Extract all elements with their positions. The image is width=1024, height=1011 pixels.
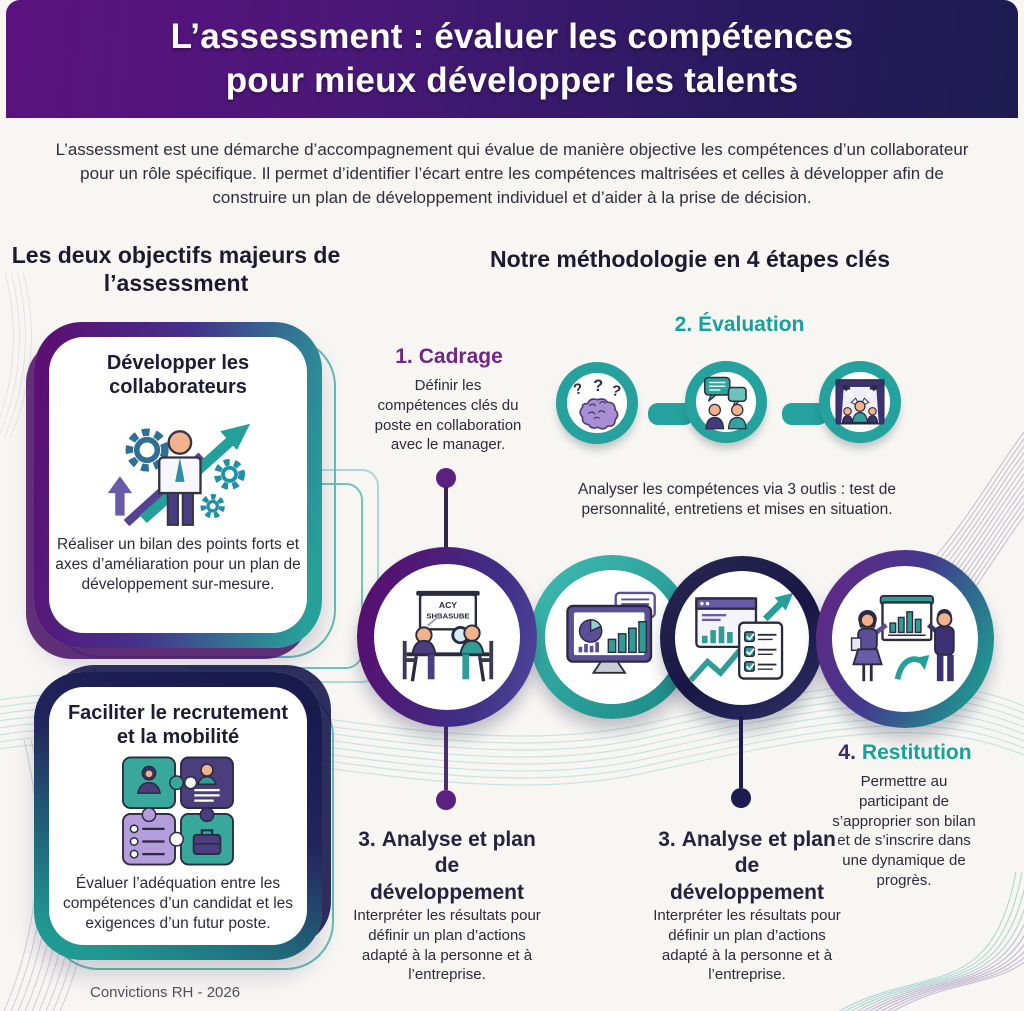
card-description: Évaluer l’adéquation entre les compétenc… <box>62 875 294 933</box>
methodology-heading: Notre méthodologie en 4 étapes clés <box>489 246 891 272</box>
interview-chat-icon <box>703 376 747 429</box>
employee-growth-icon <box>107 423 251 527</box>
step3-description-duplicate: Interpréter les résultats pour définir u… <box>653 907 841 984</box>
svg-text:?: ? <box>610 382 623 401</box>
header-banner: L’assessment : évaluer les compétences p… <box>6 0 1018 118</box>
timeline-circle-analyse <box>660 556 824 720</box>
timeline-connector-dot <box>731 788 751 808</box>
puzzle-match-icon <box>122 756 234 866</box>
stage-observation-icon <box>835 378 885 425</box>
svg-text:SHBASUBE: SHBASUBE <box>426 612 469 621</box>
card-description: Réaliser un bilan des points forts et ax… <box>55 536 301 594</box>
page-title-line1: L’assessment : évaluer les compétences <box>170 16 854 56</box>
step3-title-duplicate: 3.Analyse et plan de développement <box>658 828 836 904</box>
timeline-connector-line <box>444 487 448 550</box>
svg-text:?: ? <box>572 380 585 399</box>
step2-title: 2.Évaluation <box>674 313 805 336</box>
brain-questions-icon: ? ? ? <box>572 377 623 430</box>
credit-footer: Convictions RH - 2026 <box>90 984 241 1001</box>
step4-description: Permettre au participant de s’approprier… <box>832 773 976 889</box>
interview-table-icon: ACY SHBASUBE <box>402 590 494 682</box>
timeline-connector-line <box>739 716 743 788</box>
objectives-heading: Les deux objectifs majeurs de l’assessme… <box>11 242 341 297</box>
step1-title: 1.Cadrage <box>395 345 503 368</box>
circle-connector <box>782 403 828 425</box>
evaluation-circle-interviews <box>685 361 767 443</box>
step1-description: Définir les compétences clés du poste en… <box>374 377 522 454</box>
card-title: Développer les collaborateurs <box>106 352 250 398</box>
objective-card-develop: Développer les collaborateurs Réalis <box>34 322 322 648</box>
svg-text:ACY: ACY <box>439 600 457 610</box>
step4-title: 4.Restitution <box>838 741 972 764</box>
evaluation-circle-simulation <box>819 361 901 443</box>
timeline-connector-line <box>444 724 448 790</box>
timeline-circle-cadrage: ACY SHBASUBE <box>357 547 537 727</box>
timeline-circle-evaluation <box>530 555 694 719</box>
dashboard-monitor-icon <box>566 591 656 674</box>
step3-title: 3.Analyse et plan de développement <box>358 828 536 904</box>
step3-description: Interpréter les résultats pour définir u… <box>353 907 541 984</box>
timeline-circle-restitution <box>816 550 994 728</box>
timeline-connector-dot <box>436 790 456 810</box>
presentation-icon <box>850 594 955 682</box>
card-title: Faciliter le recrutement et la mobilité <box>67 702 289 748</box>
analysis-checklist-icon <box>688 592 794 682</box>
page-title-line2: pour mieux développer les talents <box>225 61 799 100</box>
objective-card-recruit: Faciliter le recrutement et la mobilité <box>34 672 322 960</box>
svg-text:?: ? <box>593 377 603 395</box>
evaluation-circle-personality: ? ? ? <box>556 362 638 444</box>
intro-paragraph: L’assessment est une démarche d’accompag… <box>55 140 969 208</box>
timeline-connector-dot <box>436 468 456 488</box>
step2-description: Analyser les compétences via 3 outlis : … <box>578 481 896 519</box>
circle-connector <box>648 403 694 425</box>
